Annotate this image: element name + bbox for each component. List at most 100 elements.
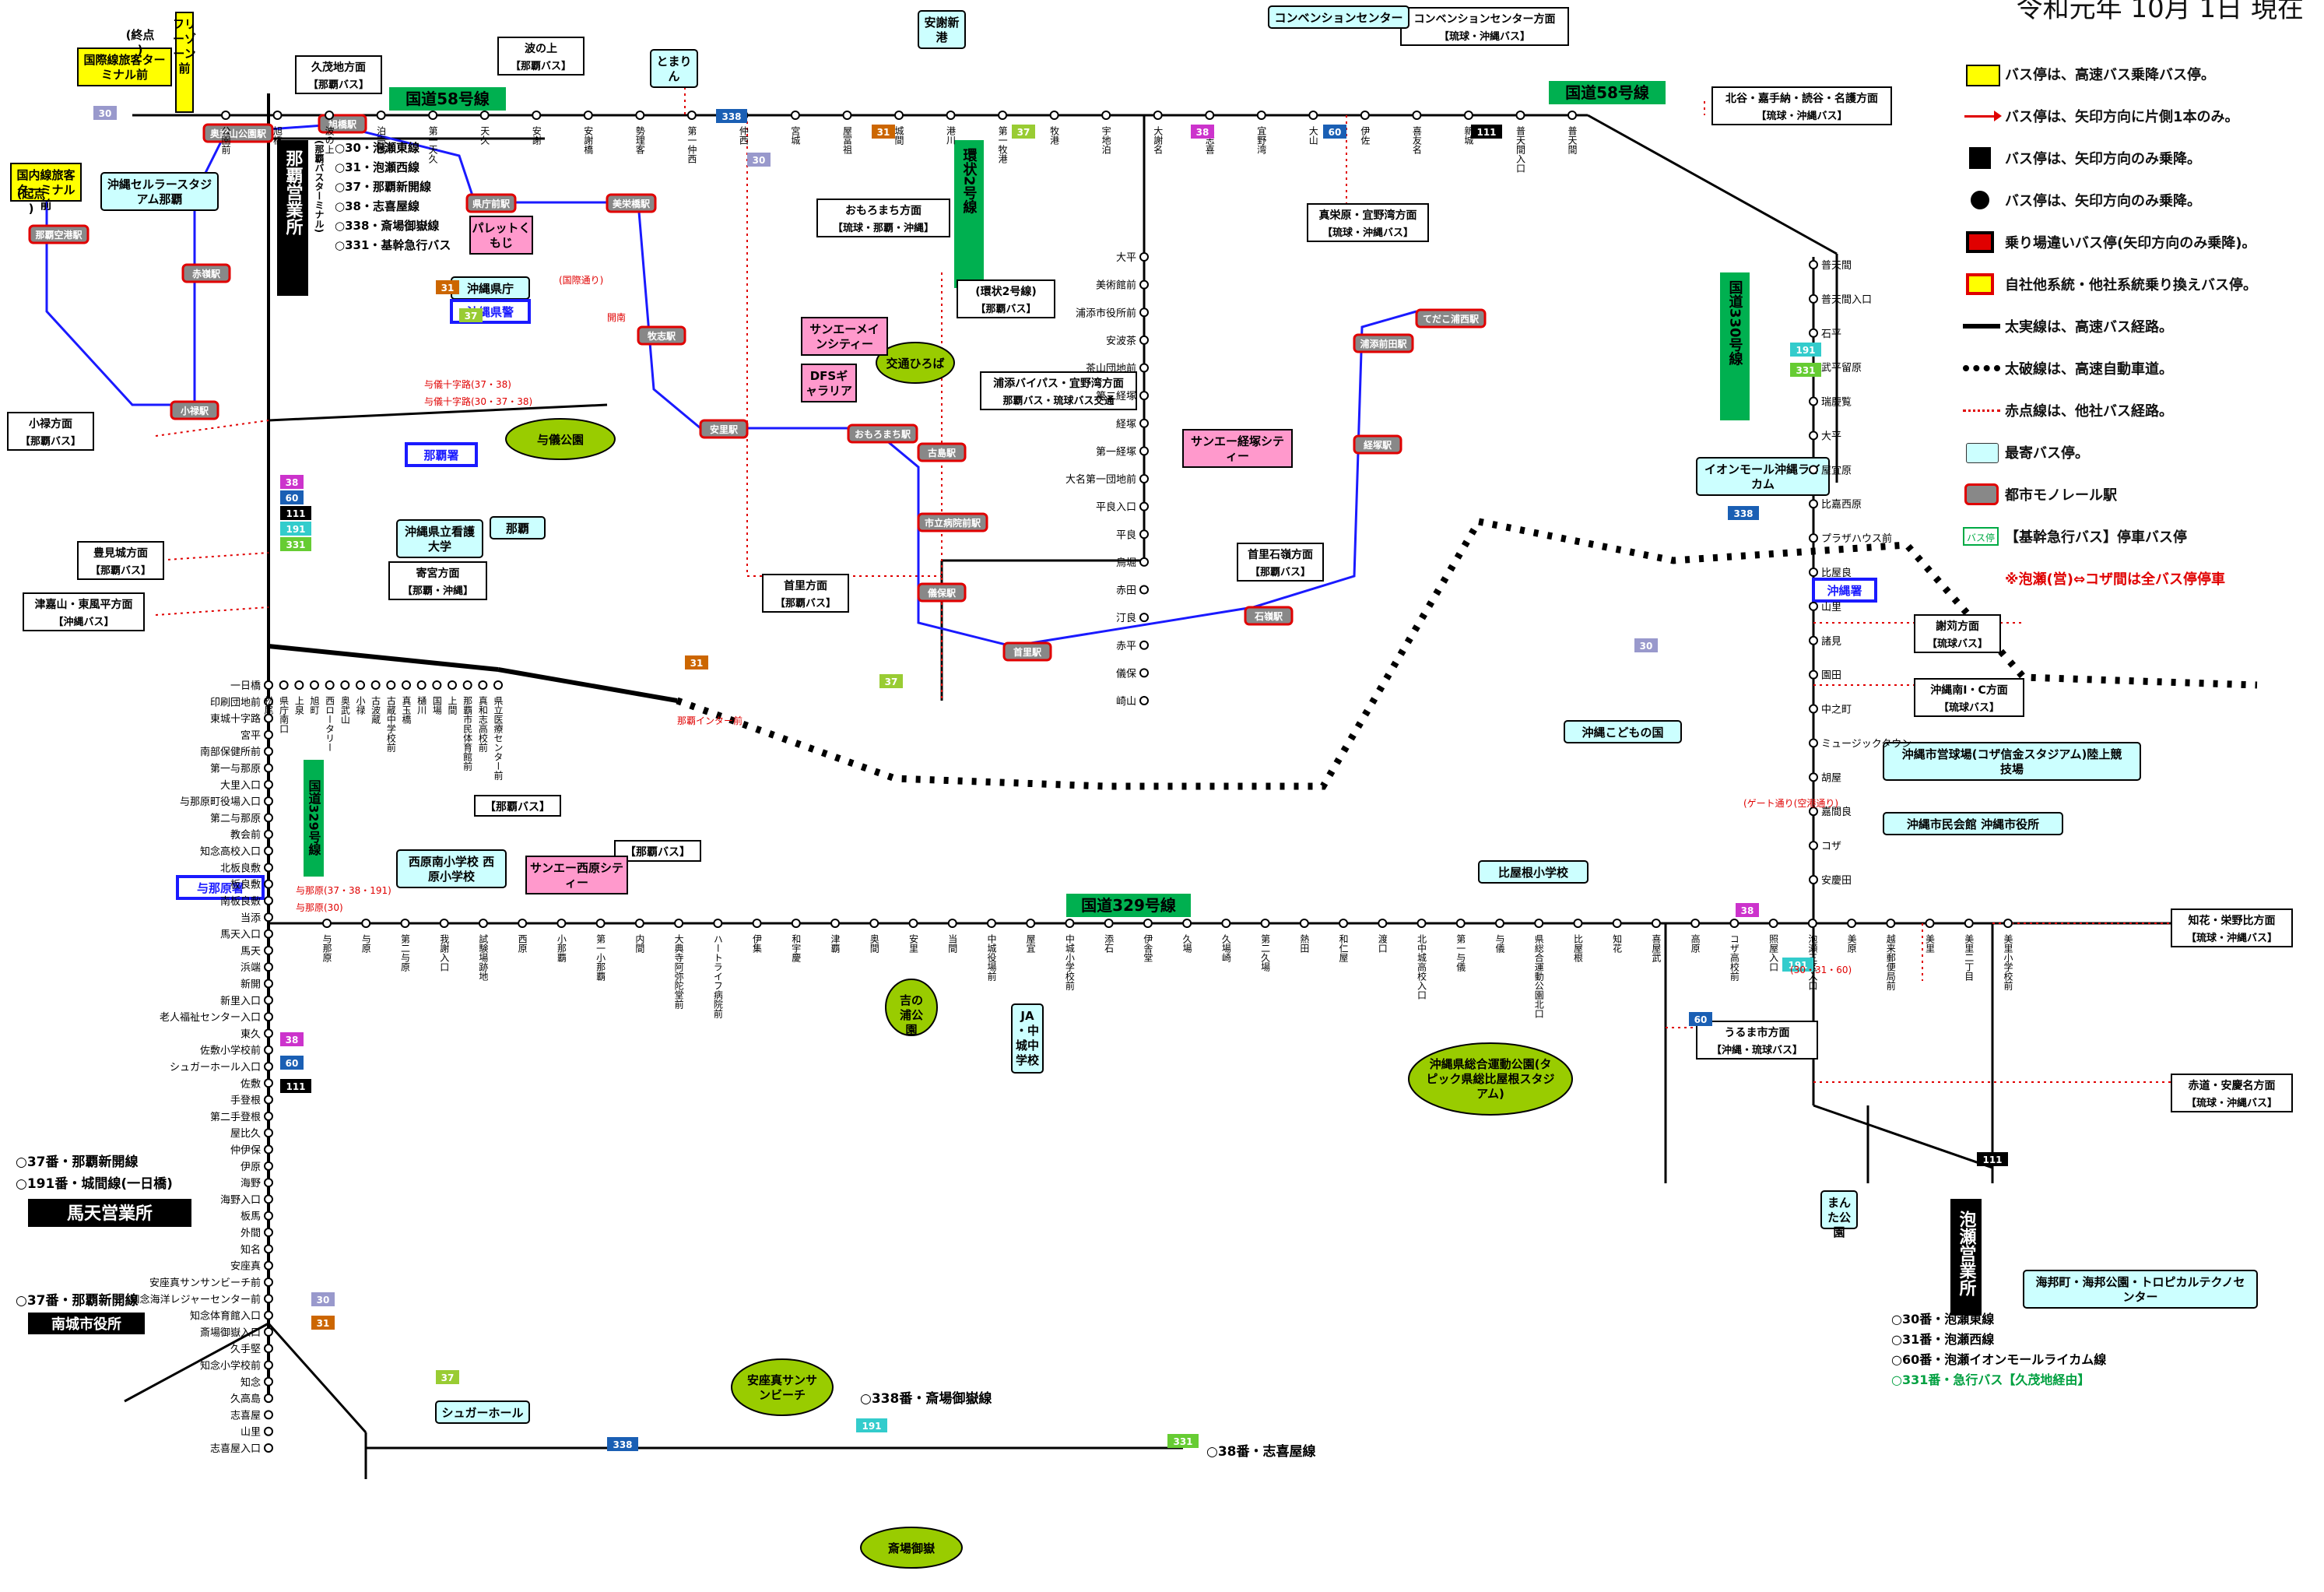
bus-stop-name: ハートライフ病院前	[712, 934, 723, 1018]
route-badge-text: 191	[1796, 345, 1815, 356]
misc-naha-ic: 那覇インター前	[677, 715, 742, 726]
legend-row: 自社他系統・他社系統乗り換えバス停。	[1961, 263, 2312, 305]
bus-stop: 県庁南口	[279, 680, 290, 733]
bus-stops: 公園前旭橋波の上泊高橋第一天久天久安謝安謝橋勢理客第一仲西仲西宮城屋冨祖城間港川…	[130, 111, 2013, 1455]
landmark-text: コンベンションセンター	[1274, 11, 1402, 25]
awase-office: 泡瀬営業所 ○30番・泡瀬東線 ○31番・泡瀬西線 ○60番・泡瀬イオンモールラ…	[1891, 1199, 2106, 1387]
route-badge-text: 331	[1796, 365, 1815, 376]
bus-stop-name: 石平	[1821, 329, 1841, 340]
bus-stop: 大平	[1809, 431, 1841, 442]
bus-stop: 小那覇	[556, 919, 567, 962]
monorail-station: 小禄駅	[170, 400, 219, 420]
bus-stop: 安座真	[230, 1260, 273, 1273]
legend-text: 最寄バス停。	[2005, 445, 2089, 462]
area-labels: 久茂地方面【那覇バス】波の上【那覇バス】おもろまち方面【琉球・那覇・沖縄】(環状…	[7, 7, 2293, 1112]
monorail-station-name: 県庁前駅	[472, 198, 511, 209]
naha-office-title: 那覇営業所	[283, 149, 304, 236]
monorail-station-name: 旭橋駅	[328, 118, 357, 130]
monorail-station-name: 美栄橋駅	[613, 198, 651, 209]
bus-stop: 真玉橋	[401, 680, 412, 725]
route-badge-111: 111	[280, 1079, 311, 1093]
route-badge-338: 338	[1728, 506, 1759, 520]
bus-stop: 添石	[1104, 919, 1115, 953]
bus-stop: 第二手登根	[210, 1111, 273, 1123]
bus-stop: 普天間	[1809, 260, 1852, 272]
bus-stop-name: ミュージックタウン	[1821, 738, 1912, 750]
bus-stop-name: 安里	[907, 933, 918, 953]
route-badge-text: 111	[286, 508, 305, 519]
route-badge-31: 31	[311, 1316, 335, 1330]
bus-stop: 城間	[893, 111, 904, 145]
bus-stop: 古波蔵	[370, 680, 381, 725]
landmark-text: 沖縄県総合運動公園(タピック県総比屋根スタジアム)	[1426, 1057, 1554, 1101]
bus-stop-name: 伊佐	[1360, 126, 1371, 146]
area-sub: 【琉球・沖縄バス】	[1439, 30, 1530, 43]
area-sub: 【那覇・沖縄】	[402, 585, 473, 597]
route-badge-text: 30	[317, 1295, 330, 1306]
bus-stop-name: 山里	[1821, 602, 1841, 613]
bus-stop: 儀保	[1116, 668, 1149, 680]
area-label-uruma: うるま市方面【沖縄・琉球バス】	[1696, 1021, 1818, 1060]
misc-yonagusuku-1: 与那原(37・38・191)	[296, 885, 391, 896]
bus-stop: 喜屋武	[1651, 919, 1662, 962]
bus-stop: 嘉間良	[1809, 806, 1852, 818]
bus-stop-name: 第一与那原	[210, 764, 261, 775]
bus-stop: 平良入口	[1096, 501, 1149, 514]
bus-stop-name: 印刷団地前	[210, 696, 261, 708]
landmarks: コンベンションセンター沖縄セルラースタジアム那覇国際線旅客ターミナル前国内線旅客…	[10, 5, 2258, 1569]
area-label-naminoue: 波の上【那覇バス】	[497, 37, 585, 76]
bus-stop-name: 知花	[1612, 934, 1623, 954]
bus-stop-name: 比屋根	[1572, 934, 1583, 962]
monorail-station: 市立病院前駅	[917, 512, 988, 532]
landmark-hijagawa: 比屋根小学校	[1478, 860, 1589, 884]
bus-stop: 泊高橋	[376, 111, 387, 155]
landmark-text: 安座真サンサンビーチ	[747, 1373, 817, 1402]
monorail-station-name: 首里駅	[1013, 646, 1042, 658]
bus-stop: 当間	[947, 919, 958, 953]
landmark-text: (起点)	[17, 187, 46, 216]
route-badge-text: 31	[441, 283, 455, 293]
route-badge-338: 338	[607, 1437, 638, 1451]
route-badge-31: 31	[436, 280, 459, 294]
route-badge-text: 30	[753, 155, 766, 166]
bus-stop: 県総合運動公園北口	[1533, 919, 1544, 1018]
bus-stop-name: 普天間	[1567, 126, 1578, 154]
area-sub: 【琉球バス】	[1927, 638, 1988, 650]
landmark-text: JA・中城中学校	[1016, 1009, 1040, 1067]
bus-stop: 伊佐	[1360, 111, 1371, 146]
bus-stop-name: 美里	[1925, 934, 1936, 953]
bus-stop: 佐敷	[240, 1078, 273, 1090]
bus-stop: 試験場跡地	[478, 919, 489, 981]
monorail-station-name: 浦添前田駅	[1360, 338, 1407, 350]
bus-stop-name: 一日橋	[230, 680, 261, 692]
bus-stop-name: 上間	[447, 696, 458, 715]
bus-stop-name: 宇地泊	[1101, 126, 1111, 154]
bus-stop-name: 第二経塚	[1096, 391, 1136, 402]
area-label-omoromachi: おもろまち方面【琉球・那覇・沖縄】	[816, 199, 950, 237]
area-label-tomigusuku: 豊見城方面【那覇バス】	[77, 541, 164, 580]
awase-route-3: ○331番・急行バス【久茂地経由】	[1891, 1372, 2090, 1387]
bus-stop: 第一経塚	[1096, 446, 1149, 458]
area-label-hokutani: 北谷・嘉手納・読谷・名護方面【琉球・沖縄バス】	[1711, 86, 1892, 125]
bus-stop-name: 馬天入口	[220, 930, 261, 941]
bus-stop: 平良	[1116, 529, 1149, 541]
bus-stop: 経塚	[1116, 418, 1149, 431]
landmark-manta: まんた公園	[1820, 1190, 1858, 1239]
monorail-station: 奥武山公園駅	[202, 123, 274, 143]
bus-stop: 大山	[1308, 111, 1318, 145]
legend-row: 太破線は、高速自動車道。	[1961, 347, 2312, 389]
red-dotted-line-icon	[1961, 395, 2005, 426]
bus-stop: 樋川	[416, 680, 427, 715]
bus-stop: 手登根	[230, 1095, 273, 1107]
route-badge-text: 331	[286, 539, 305, 550]
bus-stop-name: 泊高橋	[376, 126, 387, 155]
bus-stop: 東城十字路	[210, 713, 273, 726]
bus-stop-name: 中之町	[1821, 705, 1852, 716]
bus-stop-name: 奥間	[869, 934, 879, 953]
bus-stop: 伊舎堂	[1143, 919, 1153, 962]
bus-stop-name: 南部保健所前	[200, 746, 261, 758]
area-title: 波の上	[525, 42, 557, 55]
route-badge-text: 30	[1640, 641, 1653, 652]
bus-stop-name: 板馬	[240, 1211, 261, 1223]
route-badge-30: 30	[93, 106, 117, 120]
